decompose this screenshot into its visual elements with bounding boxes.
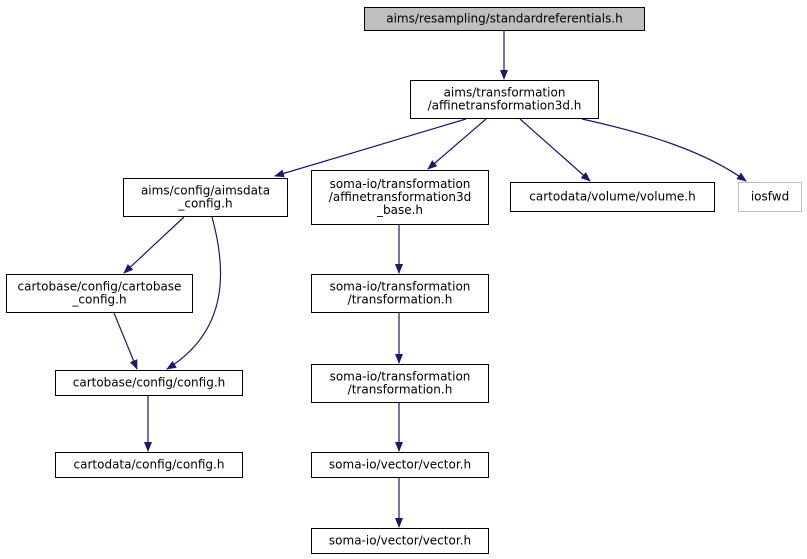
node-label-line: _config.h (177, 197, 232, 211)
node-label-line: soma-io/transformation (330, 177, 471, 191)
node-box (311, 274, 489, 313)
edge-arrow-n2-n6 (123, 216, 185, 274)
graph-node-n6[interactable]: cartobase/config/cartobase_config.h (6, 274, 193, 313)
node-label-line: _base.h (376, 203, 423, 217)
node-label-line: soma-io/vector/vector.h (329, 534, 471, 548)
nodes-layer: aims/resampling/standardreferentials.h ai… (6, 7, 802, 554)
node-box (738, 182, 802, 212)
node-label-line: aims/resampling/standardreferentials.h (386, 12, 623, 26)
node-label-line: soma-io/vector/vector.h (329, 458, 471, 472)
node-label-line: iosfwd (751, 190, 789, 204)
graph-node-n2[interactable]: aims/config/aimsdata_config.h (123, 178, 288, 217)
edge-arrow-n1-n2 (274, 118, 467, 178)
node-label-line: cartodata/volume/volume.h (529, 190, 695, 204)
graph-node-n3[interactable]: soma-io/transformation/affinetransformat… (311, 170, 489, 225)
graph-node-n12[interactable]: soma-io/vector/vector.h (311, 528, 489, 554)
node-box (123, 178, 288, 217)
node-box (364, 7, 645, 31)
node-label-line: soma-io/transformation (330, 280, 471, 294)
edge-arrow-n2-n7 (166, 216, 222, 370)
edge-arrow-n6-n7 (113, 312, 138, 370)
node-label-line: /transformation.h (348, 293, 453, 307)
graph-node-n9[interactable]: soma-io/transformation/transformation.h (311, 274, 489, 313)
node-box (510, 182, 715, 212)
graph-node-n0: aims/resampling/standardreferentials.h (364, 7, 645, 31)
node-box (410, 80, 599, 119)
graph-node-n4[interactable]: cartodata/volume/volume.h (510, 182, 715, 212)
graph-node-n8[interactable]: cartodata/config/config.h (55, 452, 243, 478)
node-label-line: aims/config/aimsdata (141, 184, 270, 198)
node-box (311, 452, 489, 478)
node-label-line: /transformation.h (348, 383, 453, 397)
graph-node-n1[interactable]: aims/transformation/affinetransformation… (410, 80, 599, 119)
node-box (311, 364, 489, 403)
node-box (55, 370, 243, 396)
node-label-line: /affinetransformation3d.h (428, 99, 582, 113)
node-label-line: soma-io/transformation (330, 370, 471, 384)
node-label-line: cartodata/config/config.h (74, 458, 225, 472)
node-label-line: aims/transformation (444, 86, 566, 100)
node-label-line: /affinetransformation3d (329, 190, 471, 204)
node-label-line: cartobase/config/config.h (73, 376, 225, 390)
edge-arrow-n1-n3 (427, 118, 487, 170)
graph-node-n5[interactable]: iosfwd (738, 182, 802, 212)
node-box (6, 274, 193, 313)
graph-node-n7[interactable]: cartobase/config/config.h (55, 370, 243, 396)
graph-node-n11[interactable]: soma-io/vector/vector.h (311, 452, 489, 478)
node-box (311, 170, 489, 225)
node-box (311, 528, 489, 554)
edge-arrow-n1-n4 (519, 118, 591, 182)
node-box (55, 452, 243, 478)
edges-layer (113, 30, 747, 528)
node-label-line: cartobase/config/cartobase (18, 280, 182, 294)
edge-arrow-n1-n5 (581, 118, 747, 182)
graph-node-n10[interactable]: soma-io/transformation/transformation.h (311, 364, 489, 403)
node-label-line: _config.h (71, 293, 126, 307)
